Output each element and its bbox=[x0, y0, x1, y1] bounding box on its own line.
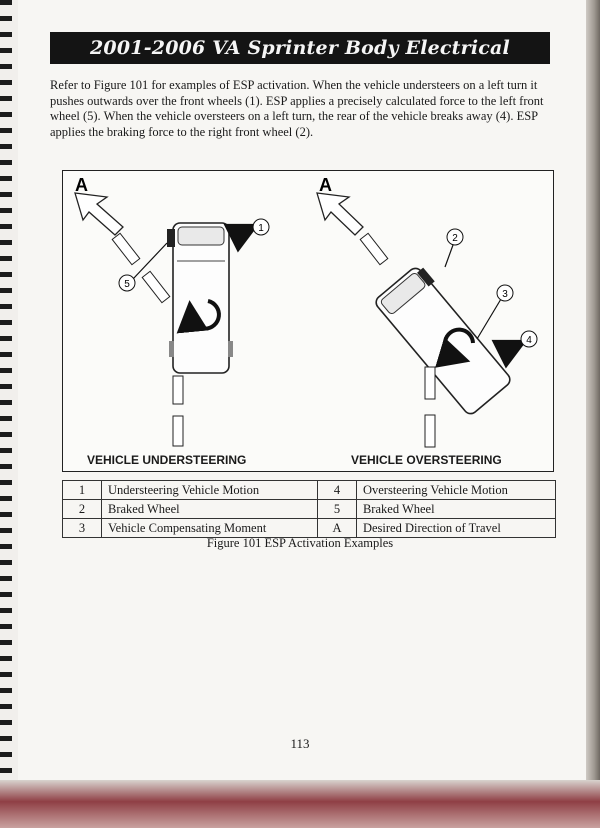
page-edge-shadow bbox=[586, 0, 600, 828]
understeer-diagram: A 1 5 bbox=[74, 175, 270, 447]
compensating-moment-left bbox=[176, 299, 221, 334]
figure-title: Figure 101 ESP Activation Examples bbox=[206, 536, 394, 550]
legend-text: Understeering Vehicle Motion bbox=[101, 480, 318, 500]
page-number: 113 bbox=[290, 736, 310, 751]
legend-text: Braked Wheel bbox=[355, 499, 557, 519]
legend-text: Braked Wheel bbox=[101, 499, 318, 519]
legend-number: A bbox=[316, 518, 357, 538]
section-header-banner: 2001-2006 VA Sprinter Body Electrical bbox=[50, 32, 550, 64]
oversteer-diagram: A 2 3 4 bbox=[316, 175, 538, 448]
spiral-binding bbox=[0, 0, 12, 828]
compensating-moment-right bbox=[435, 327, 475, 368]
direction-arrow-left bbox=[74, 192, 124, 236]
esp-diagram: A 1 5 A bbox=[74, 175, 538, 448]
esp-figure: A 1 5 A bbox=[62, 170, 554, 472]
direction-arrow-right bbox=[316, 192, 364, 236]
callout-1: 1 bbox=[258, 223, 264, 234]
legend-text: Vehicle Compensating Moment bbox=[101, 518, 318, 538]
table-row: 2 Braked Wheel 5 Braked Wheel bbox=[62, 499, 557, 519]
legend-text: Desired Direction of Travel bbox=[355, 518, 557, 538]
intro-paragraph: Refer to Figure 101 for examples of ESP … bbox=[50, 78, 544, 139]
legend-number: 3 bbox=[62, 518, 102, 538]
table-row: 1 Understeering Vehicle Motion 4 Overste… bbox=[62, 480, 557, 500]
callout-3: 3 bbox=[502, 289, 508, 300]
page-bottom-edge bbox=[0, 780, 600, 828]
legend-number: 4 bbox=[316, 480, 357, 500]
direction-label-left: A bbox=[75, 175, 88, 195]
callout-2: 2 bbox=[452, 233, 458, 244]
legend-number: 2 bbox=[62, 499, 102, 519]
legend-number: 1 bbox=[62, 480, 102, 500]
van-oversteer bbox=[375, 267, 511, 415]
legend-text: Oversteering Vehicle Motion bbox=[355, 480, 557, 500]
callout-4: 4 bbox=[526, 335, 532, 346]
legend-number: 5 bbox=[316, 499, 357, 519]
legend-table: 1 Understeering Vehicle Motion 4 Overste… bbox=[62, 480, 557, 538]
table-row: 3 Vehicle Compensating Moment A Desired … bbox=[62, 518, 557, 538]
caption-oversteering: VEHICLE OVERSTEERING bbox=[351, 453, 502, 467]
caption-understeering: VEHICLE UNDERSTEERING bbox=[87, 453, 247, 467]
direction-label-right: A bbox=[319, 175, 332, 195]
callout-5: 5 bbox=[124, 279, 130, 290]
